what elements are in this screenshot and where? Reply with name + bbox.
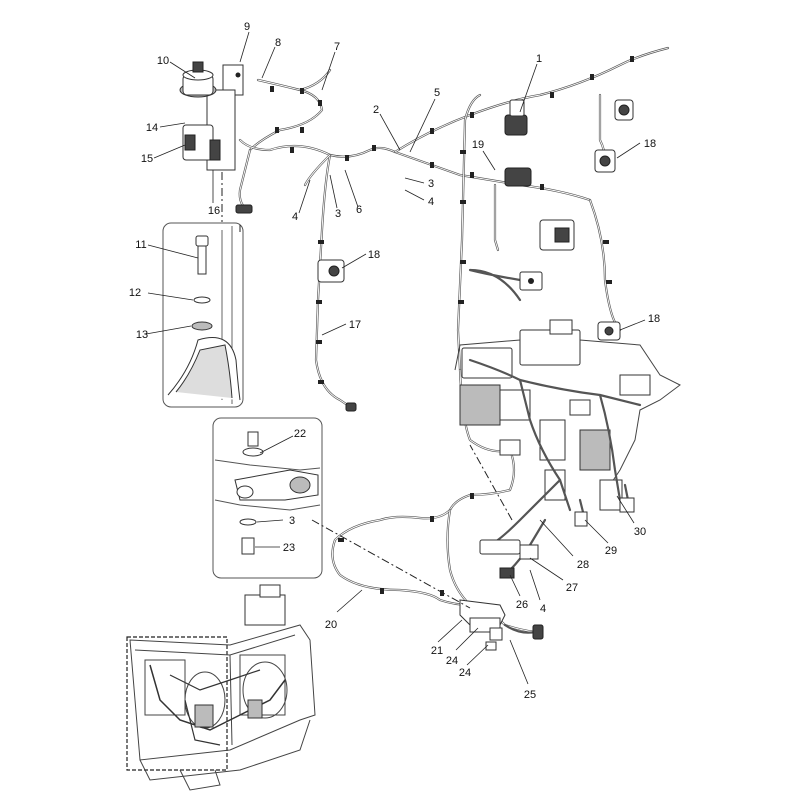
callout-8: 8 xyxy=(275,37,281,49)
lower-bracket-assembly xyxy=(459,599,544,651)
callout-22: 22 xyxy=(294,428,306,440)
callout-6: 6 xyxy=(356,204,362,216)
callout-1: 1 xyxy=(536,53,542,65)
screw-detail-inset xyxy=(162,222,244,408)
machine-overview xyxy=(126,584,316,791)
callout-18-mid: 18 xyxy=(368,249,380,261)
callout-30: 30 xyxy=(634,526,646,538)
connector-18-right xyxy=(597,321,621,341)
reservoir-assembly xyxy=(179,61,244,171)
callout-4-top: 4 xyxy=(428,196,434,208)
callout-23: 23 xyxy=(283,542,295,554)
callout-17: 17 xyxy=(349,319,361,331)
callout-2: 2 xyxy=(373,104,379,116)
relay-box xyxy=(539,219,575,251)
callout-16: 16 xyxy=(208,205,220,217)
callout-27: 27 xyxy=(566,582,578,594)
callout-9: 9 xyxy=(244,21,250,33)
callout-4-bottom: 4 xyxy=(540,603,546,615)
connector-19 xyxy=(504,167,532,187)
harness-clips xyxy=(270,56,634,596)
reference-lines xyxy=(221,172,513,609)
callout-20: 20 xyxy=(325,619,337,631)
callout-21: 21 xyxy=(431,645,443,657)
callout-12: 12 xyxy=(129,287,141,299)
callout-24-a: 24 xyxy=(446,655,458,667)
control-unit-cluster xyxy=(454,319,681,579)
callout-7: 7 xyxy=(334,41,340,53)
wire-end-16 xyxy=(235,204,253,214)
callout-11: 11 xyxy=(135,239,146,251)
callout-28: 28 xyxy=(577,559,589,571)
connector-18-top xyxy=(594,99,634,173)
callout-29: 29 xyxy=(605,545,617,557)
callout-25: 25 xyxy=(524,689,536,701)
callout-18-top: 18 xyxy=(644,138,656,150)
callout-26: 26 xyxy=(516,599,528,611)
wire-end-17 xyxy=(345,402,357,412)
leader-lines xyxy=(145,31,646,685)
callout-24-b: 24 xyxy=(459,667,471,679)
connector-1 xyxy=(504,99,528,136)
callout-19: 19 xyxy=(472,139,484,151)
callout-3-left: 3 xyxy=(335,208,341,220)
callout-13: 13 xyxy=(136,329,148,341)
callout-5: 5 xyxy=(434,87,440,99)
callout-3-inset: 3 xyxy=(289,515,295,527)
connector-18-left xyxy=(317,259,345,283)
callout-18-right: 18 xyxy=(648,313,660,325)
callout-3-top: 3 xyxy=(428,178,434,190)
callout-15: 15 xyxy=(141,153,153,165)
callout-10: 10 xyxy=(157,55,169,67)
callout-labels: 9 8 7 10 14 15 16 1 2 5 19 18 3 4 4 3 6 … xyxy=(129,21,660,701)
callout-4-left: 4 xyxy=(292,211,298,223)
callout-14: 14 xyxy=(146,122,158,134)
bolt-detail-inset xyxy=(212,417,323,579)
small-bracket xyxy=(519,271,543,291)
